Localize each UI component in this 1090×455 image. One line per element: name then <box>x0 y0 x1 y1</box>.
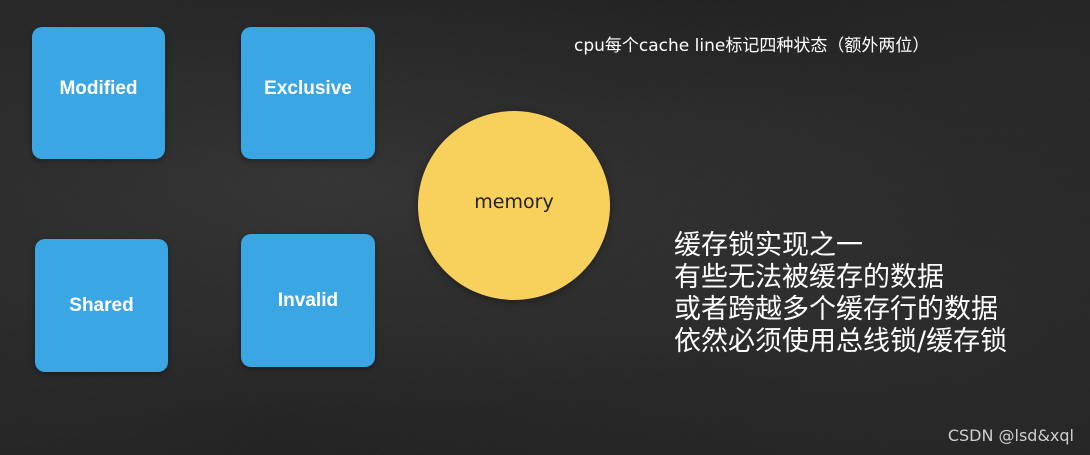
note-line: 缓存锁实现之一 <box>674 230 863 261</box>
state-box-exclusive: Exclusive <box>241 27 375 159</box>
state-label-exclusive: Exclusive <box>264 78 352 99</box>
note-line: 依然必须使用总线锁/缓存锁 <box>674 326 1008 357</box>
state-box-shared: Shared <box>35 239 168 372</box>
cpu-cache-line-note: cpu每个cache line标记四种状态（额外两位） <box>574 36 930 56</box>
watermark: CSDN @lsd&xql <box>947 426 1074 445</box>
note-line: 有些无法被缓存的数据 <box>674 262 944 293</box>
note-line: 或者跨越多个缓存行的数据 <box>674 294 998 325</box>
state-box-invalid: Invalid <box>241 234 375 367</box>
state-label-modified: Modified <box>59 78 138 99</box>
memory-label: memory <box>474 190 554 213</box>
state-label-shared: Shared <box>69 294 134 316</box>
memory-circle: memory <box>418 111 610 300</box>
state-label-invalid: Invalid <box>277 289 339 311</box>
state-box-modified: Modified <box>32 27 165 159</box>
cache-lock-notes: 缓存锁实现之一 有些无法被缓存的数据 或者跨越多个缓存行的数据 依然必须使用总线… <box>674 230 1007 358</box>
